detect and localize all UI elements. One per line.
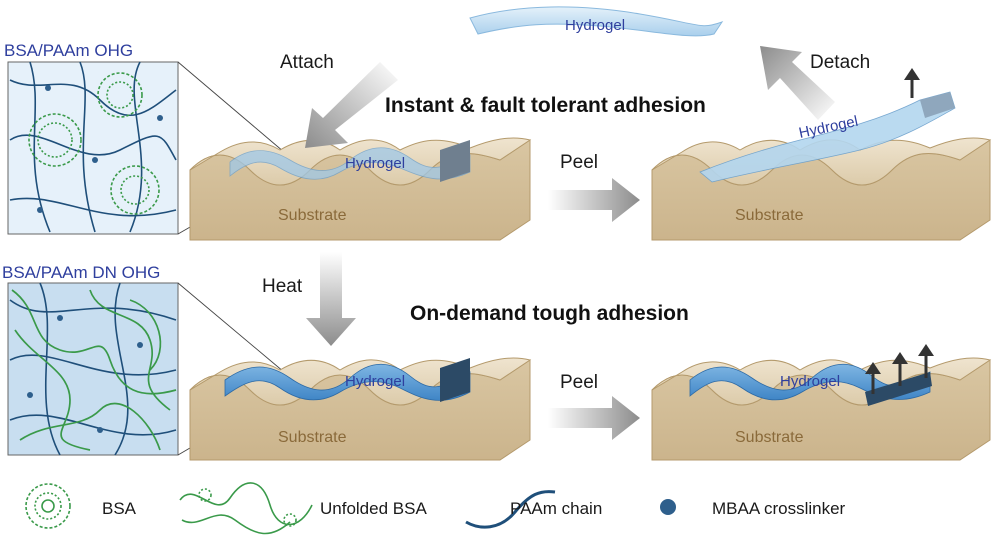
substrate-block-3: Hydrogel Substrate (189, 357, 532, 461)
legend-unfolded-bsa-label: Unfolded BSA (320, 499, 427, 518)
detach-up-arrow (904, 68, 920, 98)
legend-bsa-icon (25, 483, 71, 529)
hydrogel-label-1: Hydrogel (345, 155, 405, 172)
detach-label: Detach (810, 52, 870, 73)
inset-top: BSA/PAAm OHG (4, 41, 179, 235)
legend-mbaa-label: MBAA crosslinker (712, 499, 846, 518)
peel-arrow-top: Peel (548, 152, 640, 222)
substrate-block-4: Hydrogel Substrate (651, 344, 992, 461)
hydrogel-label-4: Hydrogel (780, 373, 840, 390)
headline-bottom: On-demand tough adhesion (410, 302, 689, 325)
inset-bottom-unfolded-bsa (11, 289, 177, 451)
inset-top-paam-chains (9, 61, 177, 233)
attach-arrow: Attach (280, 52, 398, 148)
inset-bottom-paam-chains (9, 282, 177, 456)
legend-mbaa-icon (660, 499, 676, 515)
legend: BSA Unfolded BSA PAAm chain MBAA crossli… (25, 482, 846, 535)
inset-bottom-title: BSA/PAAm DN OHG (2, 263, 160, 282)
legend-paam-chain-icon (465, 490, 556, 529)
hydrogel-label-3: Hydrogel (345, 373, 405, 390)
substrate-block-1: Hydrogel Substrate (189, 137, 532, 241)
headline-top: Instant & fault tolerant adhesion (385, 94, 706, 117)
substrate-label-3: Substrate (278, 429, 347, 446)
inset-top-frame (7, 61, 179, 235)
peel-label-top: Peel (560, 152, 598, 173)
legend-unfolded-bsa-icon (179, 482, 313, 535)
peel-label-bottom: Peel (560, 372, 598, 393)
substrate-label-1: Substrate (278, 207, 347, 224)
inset-bottom: BSA/PAAm DN OHG (2, 263, 179, 456)
inset-top-title: BSA/PAAm OHG (4, 41, 133, 60)
heat-arrow: Heat (262, 252, 356, 346)
inset-top-crosslinkers (37, 85, 163, 213)
detach-arrow: Detach (760, 46, 870, 120)
peel-arrow-bottom: Peel (548, 372, 640, 440)
substrate-block-2: Hydrogel Substrate (651, 68, 992, 241)
legend-bsa-label: BSA (102, 499, 137, 518)
inset-top-bsa-clusters (28, 72, 160, 215)
attach-label: Attach (280, 52, 334, 73)
substrate-label-2: Substrate (735, 207, 804, 224)
legend-paam-chain-label: PAAm chain (510, 499, 602, 518)
tough-peel-arrows (865, 344, 934, 394)
free-hydrogel: Hydrogel (469, 6, 724, 37)
inset-bottom-crosslinkers (27, 315, 143, 433)
substrate-label-4: Substrate (735, 429, 804, 446)
heat-label: Heat (262, 276, 303, 297)
free-hydrogel-label: Hydrogel (565, 17, 625, 34)
